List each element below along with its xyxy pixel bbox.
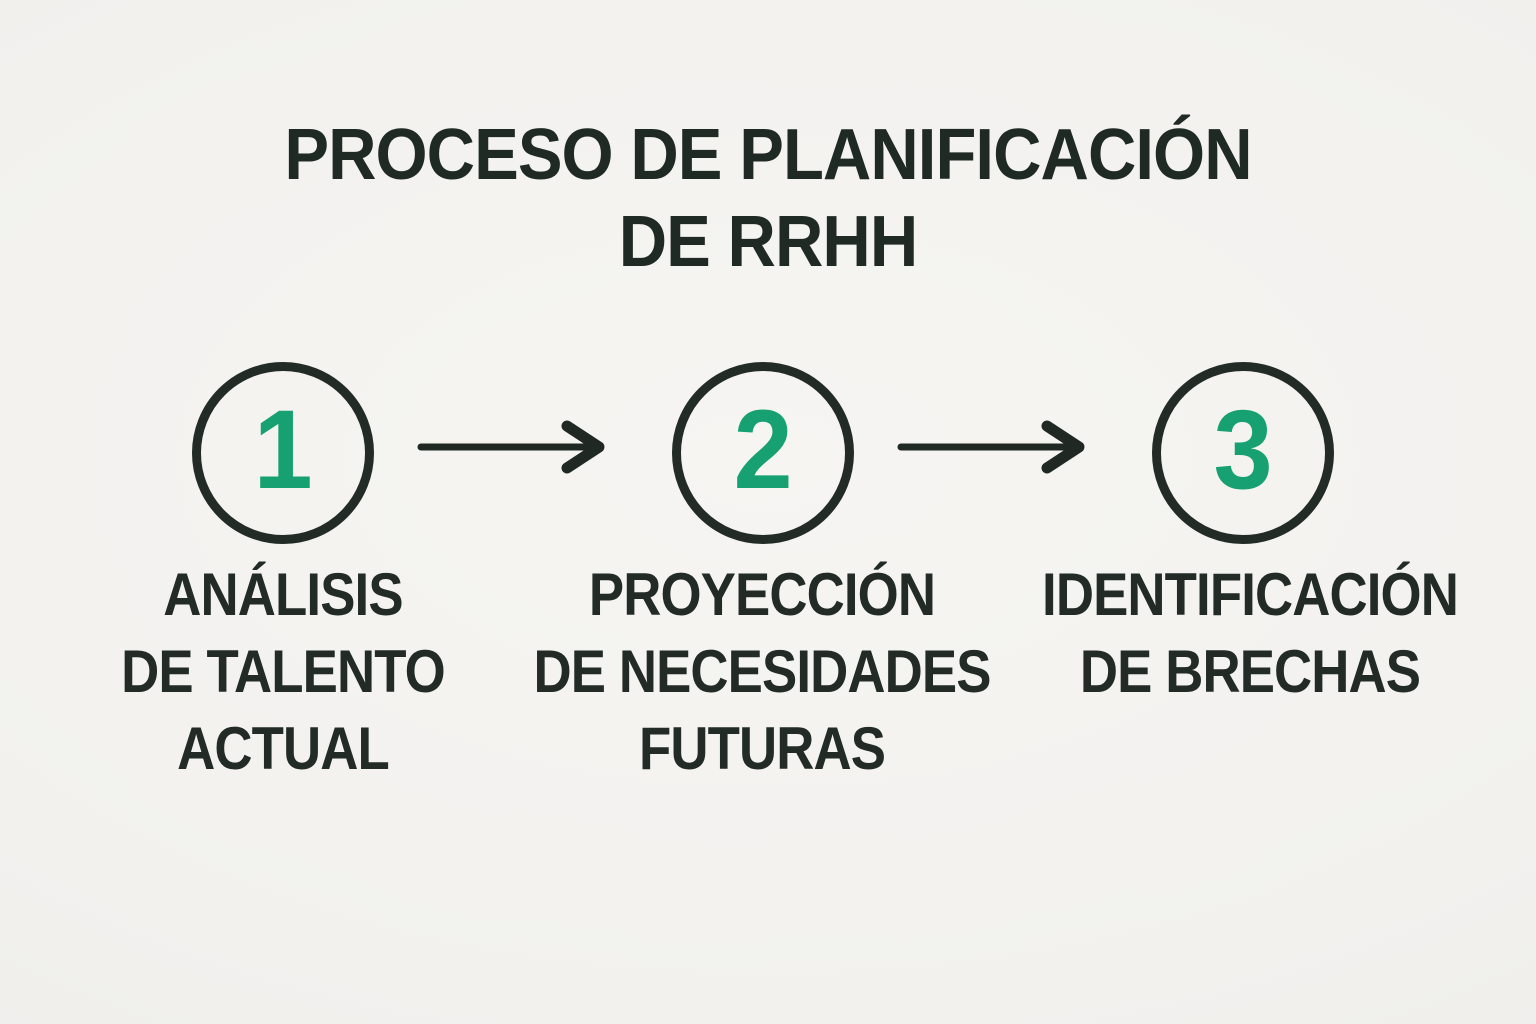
step-1-label-line-2: DE TALENTO — [121, 638, 446, 705]
arrow-right-icon — [897, 420, 1085, 474]
step-3-label: IDENTIFICACIÓN DE BRECHAS — [1004, 556, 1497, 710]
step-2-label-line-3: FUTURAS — [638, 715, 886, 782]
step-2-label-line-2: DE NECESIDADES — [533, 638, 991, 705]
step-3-label-line-1: IDENTIFICACIÓN — [1042, 561, 1459, 628]
page-title-line-1: PROCESO DE PLANIFICACIÓN — [284, 115, 1252, 195]
step-2-number: 2 — [733, 387, 793, 512]
step-3-circle: 3 — [1152, 362, 1334, 544]
step-1-label: ANÁLISIS DE TALENTO ACTUAL — [54, 556, 512, 787]
step-3-label-line-2: DE BRECHAS — [1079, 638, 1421, 705]
step-1-label-line-3: ACTUAL — [177, 715, 390, 782]
step-1-circle: 1 — [192, 362, 374, 544]
step-2-circle: 2 — [672, 362, 854, 544]
page-title-line-2: DE RRHH — [618, 202, 918, 282]
step-1-number: 1 — [253, 387, 313, 512]
step-2-label-line-1: PROYECCIÓN — [588, 561, 936, 628]
step-3-number: 3 — [1213, 387, 1273, 512]
step-1-label-line-1: ANÁLISIS — [163, 561, 403, 628]
step-2-label: PROYECCIÓN DE NECESIDADES FUTURAS — [516, 556, 1009, 787]
page-title: PROCESO DE PLANIFICACIÓN DE RRHH — [54, 112, 1482, 286]
arrow-right-icon — [417, 420, 605, 474]
